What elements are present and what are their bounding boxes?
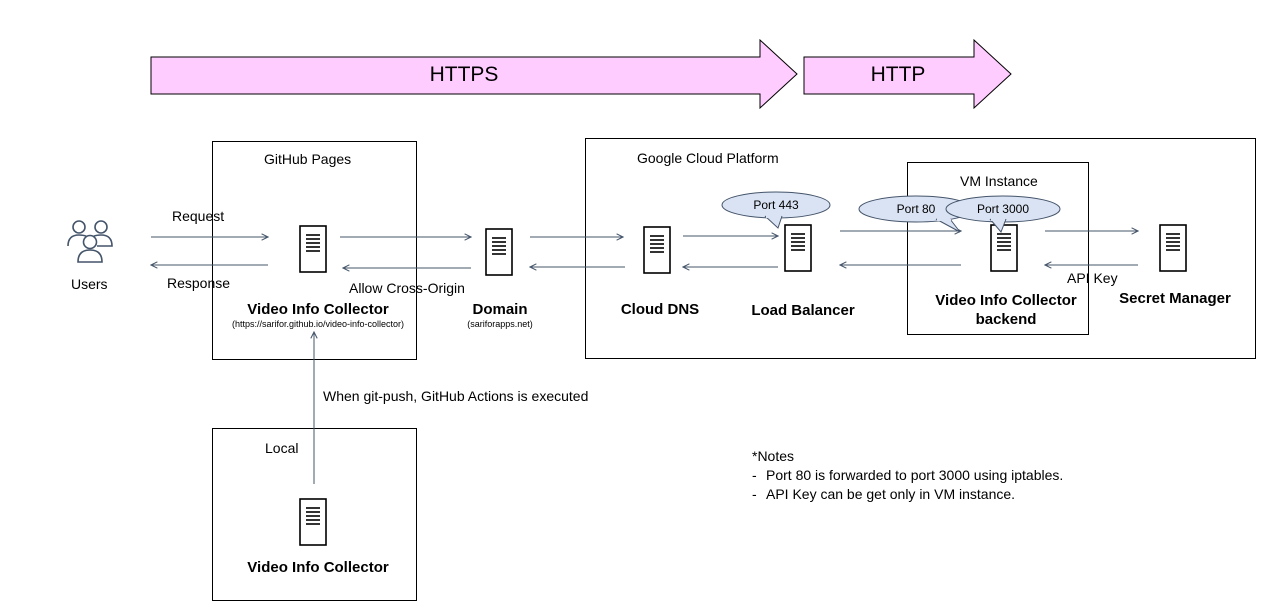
- vm-instance-title: VM Instance: [960, 173, 1038, 189]
- http-label: HTTP: [871, 63, 926, 86]
- notes-item: -Port 80 is forwarded to port 3000 using…: [752, 467, 1064, 483]
- users-label: Users: [71, 276, 108, 292]
- github-pages-server-icon: [299, 225, 327, 273]
- github-pages-title: GitHub Pages: [264, 151, 352, 167]
- local-title: Local: [265, 440, 299, 456]
- svg-text:Port 80: Port 80: [897, 202, 936, 216]
- load-balancer-server-icon: [784, 224, 812, 272]
- github-pages-server-label: Video Info Collector: [247, 301, 389, 318]
- https-label: HTTPS: [430, 63, 499, 86]
- gcp-title: Google Cloud Platform: [637, 150, 779, 166]
- users-icon: [67, 220, 113, 263]
- domain-label: Domain: [472, 301, 528, 318]
- svg-text:Port 443: Port 443: [753, 198, 799, 212]
- notes: *Notes -Port 80 is forwarded to port 300…: [752, 447, 1063, 504]
- github-pages-server-url: (https://sarifor.github.io/video-info-co…: [231, 319, 405, 329]
- domain-sublabel: (sariforapps.net): [467, 319, 533, 329]
- cloud-dns-server-icon: [643, 226, 671, 274]
- backend-label-line1: Video Info Collector: [935, 292, 1077, 309]
- git-push-label: When git-push, GitHub Actions is execute…: [323, 388, 589, 404]
- request-label: Request: [172, 208, 225, 224]
- notes-heading: *Notes: [752, 448, 795, 464]
- allow-cross-origin-label: Allow Cross-Origin: [349, 280, 465, 296]
- callout-port80: Port 80: [858, 195, 974, 233]
- secret-manager-server-icon: [1159, 224, 1187, 272]
- load-balancer-label: Load Balancer: [751, 302, 855, 319]
- domain-server-icon: [485, 228, 513, 276]
- callout-port3000: Port 3000: [945, 195, 1061, 233]
- callout-port443: Port 443: [721, 191, 831, 229]
- local-server-icon: [299, 498, 327, 546]
- backend-server-icon: [990, 224, 1018, 272]
- notes-item: -API Key can be get only in VM instance.: [752, 486, 1016, 502]
- backend-label-line2: backend: [975, 311, 1037, 328]
- local-server-label: Video Info Collector: [247, 559, 389, 576]
- cloud-dns-label: Cloud DNS: [620, 301, 700, 318]
- api-key-label: API Key: [1067, 270, 1118, 286]
- response-label: Response: [167, 275, 231, 291]
- https-arrow: [150, 38, 798, 110]
- http-arrow: [803, 38, 1012, 110]
- svg-text:Port 3000: Port 3000: [977, 202, 1029, 216]
- secret-manager-label: Secret Manager: [1119, 290, 1231, 307]
